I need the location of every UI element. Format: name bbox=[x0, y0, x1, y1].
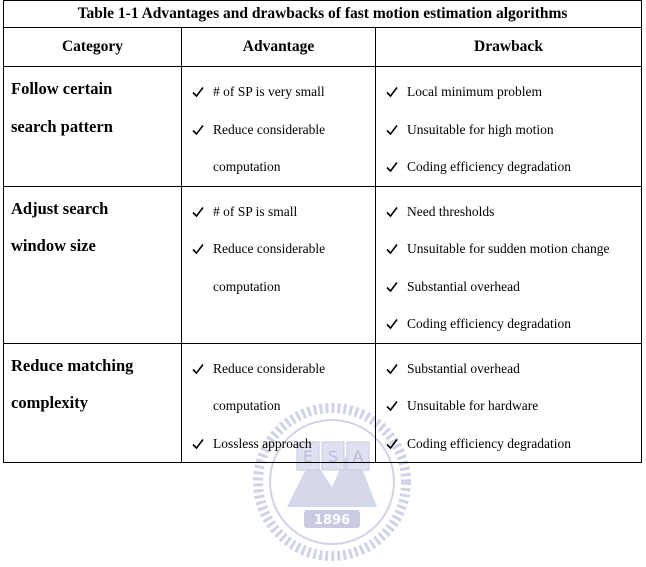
list-item: Unsuitable for sudden motion change bbox=[385, 230, 641, 268]
list-item: Substantial overhead bbox=[385, 268, 641, 306]
list-item: Reduce considerable bbox=[191, 350, 375, 388]
table-row: Follow certain search pattern # of SP is v… bbox=[3, 66, 642, 187]
list-item-text: Lossless approach bbox=[213, 435, 312, 451]
list-item-continuation: computation bbox=[213, 278, 281, 294]
checkmark-icon bbox=[385, 268, 401, 306]
category-text: search pattern bbox=[11, 116, 113, 136]
checkmark-icon bbox=[385, 148, 401, 186]
checkmark-icon bbox=[385, 387, 401, 425]
category-text: window size bbox=[11, 236, 96, 255]
table-caption: Table 1-1 Advantages and drawbacks of fa… bbox=[3, 0, 642, 28]
list-item-text: # of SP is very small bbox=[213, 84, 325, 99]
list-item: # of SP is very small bbox=[191, 73, 375, 111]
list-item: Reduce considerable bbox=[191, 111, 375, 149]
list-item-text: Reduce considerable bbox=[213, 121, 326, 137]
list-item-text: Reduce considerable bbox=[213, 360, 326, 376]
list-item: Coding efficiency degradation bbox=[385, 305, 641, 343]
list-item: Unsuitable for hardware bbox=[385, 387, 641, 425]
checkmark-icon bbox=[385, 425, 401, 463]
table-row: Adjust search window size # of SP is small… bbox=[3, 185, 642, 344]
header-drawback: Drawback bbox=[375, 27, 642, 67]
checkmark-icon bbox=[385, 350, 401, 388]
checkmark-icon bbox=[191, 111, 207, 149]
list-item-text: Coding efficiency degradation bbox=[407, 159, 571, 174]
checkmark-icon bbox=[191, 350, 207, 388]
list-item-text: Reduce considerable bbox=[213, 241, 326, 256]
checkmark-icon bbox=[191, 425, 207, 463]
checkmark-icon bbox=[385, 73, 401, 111]
list-item: Substantial overhead bbox=[385, 350, 641, 388]
list-item: Coding efficiency degradation bbox=[385, 148, 641, 186]
list-item-text: Coding efficiency degradation bbox=[407, 435, 571, 451]
category-cell: Follow certain search pattern bbox=[3, 66, 182, 187]
seal-year: 1896 bbox=[314, 513, 350, 528]
list-item-text: Need thresholds bbox=[407, 203, 495, 219]
comparison-table: Table 1-1 Advantages and drawbacks of fa… bbox=[3, 0, 642, 463]
checkmark-icon bbox=[385, 230, 401, 268]
list-item-text: Unsuitable for high motion bbox=[407, 121, 554, 137]
list-item: Local minimum problem bbox=[385, 73, 641, 111]
category-text: Reduce matching bbox=[11, 355, 134, 375]
header-advantage: Advantage bbox=[181, 27, 376, 67]
list-item: # of SP is small bbox=[191, 193, 375, 231]
list-item: Unsuitable for high motion bbox=[385, 111, 641, 149]
checkmark-icon bbox=[191, 193, 207, 231]
list-item-continuation: computation bbox=[213, 159, 281, 174]
list-item-text: Unsuitable for hardware bbox=[407, 398, 539, 413]
table-row: Reduce matching complexity Reduce consider… bbox=[3, 342, 642, 463]
checkmark-icon bbox=[385, 305, 401, 343]
list-item: Coding efficiency degradation bbox=[385, 425, 641, 463]
category-cell: Reduce matching complexity bbox=[3, 342, 182, 463]
category-text: Adjust search bbox=[11, 198, 109, 218]
list-item: Lossless approach bbox=[191, 425, 375, 463]
category-text: Follow certain bbox=[11, 79, 113, 98]
checkmark-icon bbox=[191, 230, 207, 268]
list-item-text: Unsuitable for sudden motion change bbox=[407, 241, 610, 256]
list-item-text: Substantial overhead bbox=[407, 360, 520, 376]
header-category: Category bbox=[3, 27, 182, 67]
checkmark-icon bbox=[385, 193, 401, 231]
list-item: Reduce considerable bbox=[191, 230, 375, 268]
checkmark-icon bbox=[385, 111, 401, 149]
list-item-continuation: computation bbox=[213, 398, 281, 413]
list-item-text: Local minimum problem bbox=[407, 84, 542, 99]
list-item-text: # of SP is small bbox=[213, 203, 298, 219]
list-item: Need thresholds bbox=[385, 193, 641, 231]
category-cell: Adjust search window size bbox=[3, 185, 182, 344]
checkmark-icon bbox=[191, 73, 207, 111]
list-item-text: Substantial overhead bbox=[407, 278, 520, 294]
category-text: complexity bbox=[11, 393, 88, 412]
list-item-text: Coding efficiency degradation bbox=[407, 316, 571, 331]
